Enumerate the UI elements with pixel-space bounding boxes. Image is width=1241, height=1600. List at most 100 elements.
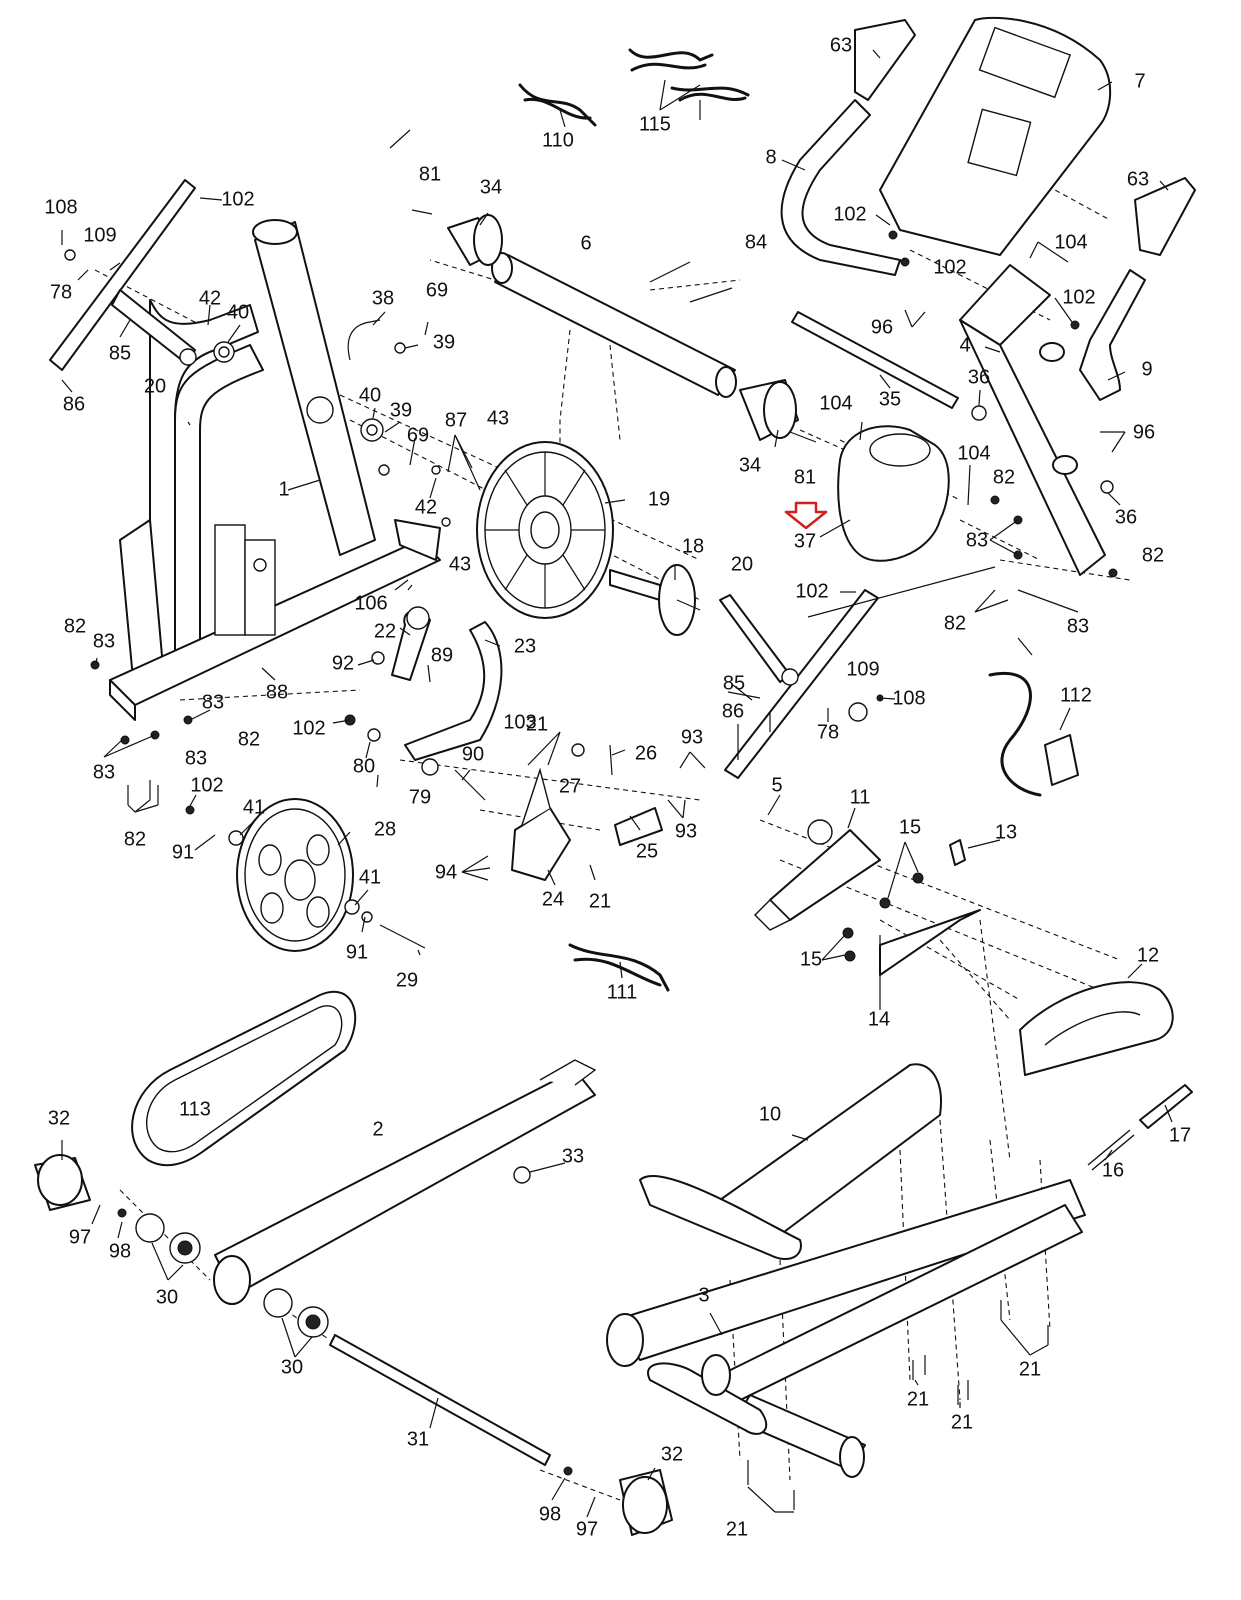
label-part-102-console-left: 102 — [833, 203, 866, 225]
label-part-98-left: 98 — [109, 1240, 131, 1262]
label-part-33: 33 — [562, 1145, 584, 1167]
label-part-22: 22 — [374, 620, 396, 642]
label-part-92: 92 — [332, 652, 354, 674]
label-part-24: 24 — [542, 888, 564, 910]
label-part-11: 11 — [850, 786, 871, 808]
label-part-83-left-side: 83 — [93, 761, 115, 783]
label-part-28: 28 — [374, 818, 396, 840]
label-part-82-right-bottom: 82 — [944, 612, 966, 634]
label-part-102-left-top: 102 — [221, 188, 254, 210]
label-part-42-upper: 42 — [199, 287, 221, 309]
label-part-21-base-lower: 21 — [951, 1411, 973, 1433]
label-part-83-left-mid: 83 — [202, 691, 224, 713]
label-part-109-right: 109 — [846, 658, 879, 680]
label-part-10: 10 — [759, 1103, 781, 1125]
label-part-29: 29 — [396, 969, 418, 991]
label-part-15-upper: 15 — [899, 816, 921, 838]
label-part-85-right: 85 — [723, 672, 745, 694]
label-part-20-right: 20 — [731, 553, 753, 575]
label-part-83-left-low: 83 — [185, 747, 207, 769]
label-part-85-left: 85 — [109, 342, 131, 364]
flywheel — [476, 441, 614, 619]
label-part-63-left: 63 — [830, 34, 852, 56]
label-part-30-left: 30 — [156, 1286, 178, 1308]
rear-stabilizer-and-covers — [754, 819, 1174, 1076]
label-part-104-middle: 104 — [819, 392, 852, 414]
label-part-12: 12 — [1137, 944, 1159, 966]
label-part-69-upper: 69 — [426, 279, 448, 301]
label-part-94: 94 — [435, 861, 457, 883]
label-part-7: 7 — [1134, 70, 1145, 92]
label-part-4: 4 — [959, 334, 970, 356]
label-part-36-lower: 36 — [1115, 506, 1137, 528]
label-part-8: 8 — [765, 146, 776, 168]
label-part-21-base-right: 21 — [1019, 1358, 1041, 1380]
label-part-3: 3 — [698, 1284, 709, 1306]
label-part-40-upper: 40 — [227, 301, 249, 323]
label-part-88: 88 — [266, 681, 288, 703]
label-part-19: 19 — [648, 488, 670, 510]
label-part-86-right: 86 — [722, 700, 744, 722]
label-part-23: 23 — [514, 635, 536, 657]
label-part-82-left-top: 82 — [64, 615, 86, 637]
crossbar-and-rollers — [411, 209, 817, 443]
label-part-82-right-side: 82 — [1142, 544, 1164, 566]
label-part-14: 14 — [868, 1008, 890, 1030]
label-part-102-left-mid: 102 — [292, 717, 325, 739]
label-part-93-upper: 93 — [681, 726, 703, 748]
leader-lines — [61, 49, 1173, 1518]
axle-brake-idler — [367, 564, 701, 801]
label-part-18: 18 — [682, 535, 704, 557]
label-part-108-right: 108 — [892, 687, 925, 709]
label-part-80: 80 — [353, 755, 375, 777]
wire-harnesses — [518, 48, 750, 992]
label-part-89: 89 — [431, 644, 453, 666]
label-part-21-middle: 21 — [589, 890, 611, 912]
label-part-78-right: 78 — [817, 721, 839, 743]
label-part-104-lower: 104 — [957, 442, 990, 464]
label-part-34-lower: 34 — [739, 454, 761, 476]
drive-pulley — [228, 798, 426, 952]
label-part-35: 35 — [879, 388, 901, 410]
label-part-21-base-front: 21 — [726, 1518, 748, 1540]
label-part-69-lower: 69 — [407, 424, 429, 446]
label-part-102-center: 102 — [795, 580, 828, 602]
label-part-6: 6 — [580, 232, 591, 254]
lower-arm — [213, 1059, 597, 1305]
left-arm-assembly — [49, 179, 235, 371]
label-part-115: 115 — [639, 113, 671, 135]
small-hardware-left — [347, 319, 451, 561]
label-part-27: 27 — [559, 775, 581, 797]
label-part-42-lower: 42 — [415, 496, 437, 518]
label-part-31: 31 — [407, 1428, 429, 1450]
label-part-26: 26 — [635, 742, 657, 764]
label-part-96-right: 96 — [1133, 421, 1155, 443]
label-part-1: 1 — [278, 478, 289, 500]
label-part-37: 37 — [794, 530, 816, 552]
label-part-87: 87 — [445, 409, 467, 431]
label-part-81-lower: 81 — [794, 466, 816, 488]
label-part-104-upper: 104 — [1054, 231, 1087, 253]
label-part-82-left-side: 82 — [238, 728, 260, 750]
label-part-15-lower: 15 — [800, 948, 822, 970]
label-part-103: 103 — [503, 711, 536, 733]
label-part-102-console-right: 102 — [933, 256, 966, 278]
base-frame — [606, 1063, 1086, 1478]
label-part-78-left: 78 — [50, 281, 72, 303]
drive-belt — [131, 990, 357, 1167]
label-part-41-lower: 41 — [359, 866, 381, 888]
label-part-36-upper: 36 — [968, 366, 990, 388]
label-part-38: 38 — [372, 287, 394, 309]
label-part-32-right: 32 — [661, 1443, 683, 1465]
down-arrow-icon — [784, 501, 828, 530]
label-part-113: 113 — [179, 1098, 211, 1120]
label-part-63-right: 63 — [1127, 168, 1149, 190]
label-part-102-right: 102 — [1062, 286, 1095, 308]
label-part-91-lower: 91 — [346, 941, 368, 963]
label-part-43-lower: 43 — [449, 553, 471, 575]
label-part-108-left: 108 — [44, 196, 77, 218]
label-part-9: 9 — [1141, 358, 1152, 380]
label-part-84: 84 — [745, 231, 767, 253]
label-part-96-upper: 96 — [871, 316, 893, 338]
label-part-83-right-low: 83 — [1067, 615, 1089, 637]
